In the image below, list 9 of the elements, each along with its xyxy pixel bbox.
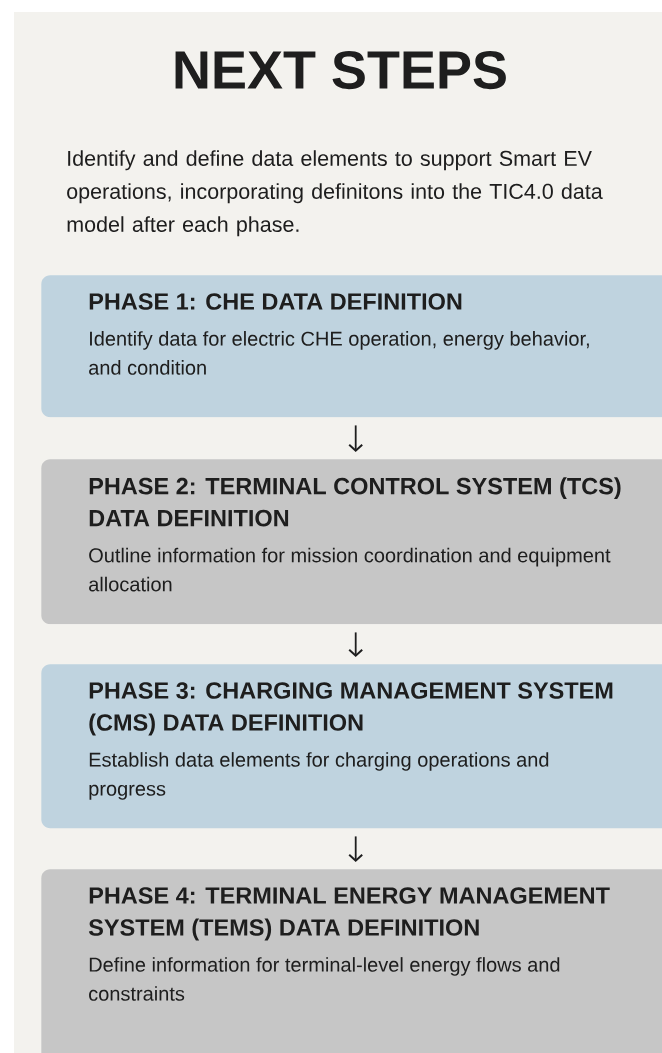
phase-box: PHASE 4: TERMINAL ENERGY MANAGEMENT SYSTEM (TEMS) DATA DEFINITION Define information for terminal-level energy flows and constraints xyxy=(41,869,662,1053)
arrow xyxy=(348,424,364,452)
phase-box: PHASE 2: TERMINAL CONTROL SYSTEM (TCS) DATA DEFINITION Outline information for mission coordination and equipment allocation xyxy=(41,459,662,625)
phase-box: PHASE 1: CHE DATA DEFINITION Identify data for electric CHE operation, energy behavior, and condition xyxy=(41,275,662,418)
phase-box: PHASE 3: CHARGING MANAGEMENT SYSTEM (CMS) DATA DEFINITION Establish data elements for charging operations and progress xyxy=(41,664,662,829)
arrow xyxy=(348,835,364,862)
subtitle: Identify and define data elements to support Smart EV operations, incorporating definitons into the TIC4.0 data model after each phase. xyxy=(67,150,603,237)
arrow xyxy=(348,631,364,657)
title: NEXT STEPS xyxy=(175,50,506,90)
